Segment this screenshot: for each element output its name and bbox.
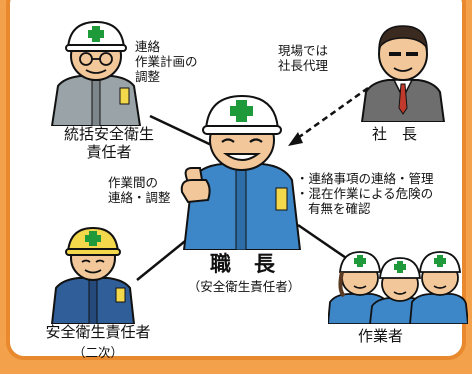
president-note-line2: 社長代理 — [278, 57, 329, 73]
worker-white-helmet-icon — [50, 20, 142, 126]
subcontractor-label: 安全衛生責任者 — [45, 323, 151, 341]
foreman-duty-right-line3: 有無を確認 — [308, 200, 371, 216]
subcontractor-sub-label: （二次） — [72, 345, 123, 360]
workers-group-icon — [328, 251, 468, 324]
foreman-thumbs-up-icon — [180, 94, 302, 250]
foreman-duty-right-line1: ・連絡事項の連絡・管理 — [296, 171, 434, 186]
coordinator-role-label: 統括安全衛生 責任者 — [20, 125, 198, 161]
coordinator-duty-line1: 連絡 — [135, 39, 161, 54]
president-label: 社 長 — [372, 125, 418, 143]
foreman-label: 職 長 — [210, 252, 276, 276]
foreman-duty-right-text: ・連絡事項の連絡・管理 ・混在作業による危険の 有無を確認 — [296, 171, 434, 216]
coordinator-role-line1: 統括安全衛生 — [63, 125, 154, 143]
president-note-text: 現場では 社長代理 — [278, 43, 329, 74]
president-note-line1: 現場では — [278, 43, 329, 58]
coordinator-role-line2: 責任者 — [86, 142, 132, 161]
foreman-duty-right-line2: ・混在作業による危険の — [296, 185, 434, 201]
foreman-workers-line — [297, 223, 353, 264]
foreman-sub-label: （安全衛生責任者） — [187, 279, 301, 294]
coordinator-duty-text: 連絡 作業計画の 調整 — [135, 39, 198, 84]
foreman-duty-left-line2: 連絡・調整 — [108, 189, 171, 205]
workers-label: 作業者 — [358, 327, 404, 345]
president-suit-icon — [360, 25, 446, 122]
worker-yellow-helmet-icon — [50, 226, 136, 324]
foreman-duty-left-text: 作業間の 連絡・調整 — [108, 175, 171, 206]
foreman-duty-left-line1: 作業間の — [108, 175, 159, 190]
president-foreman-dashed-arrow — [294, 86, 369, 142]
arrowhead-icon — [288, 132, 303, 146]
coordinator-duty-line2: 作業計画の — [135, 53, 198, 69]
coordinator-duty-line3: 調整 — [135, 68, 161, 84]
